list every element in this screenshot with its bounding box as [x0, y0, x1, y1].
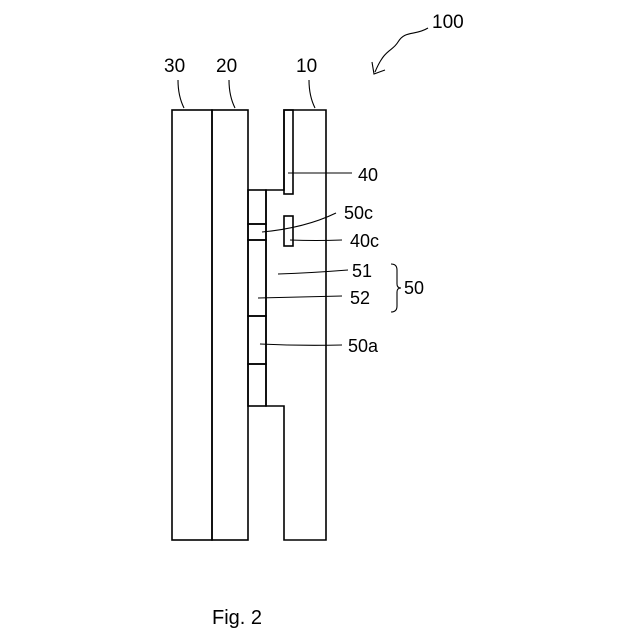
label-part-52: 52 [350, 288, 370, 308]
part-40 [284, 110, 293, 194]
label-part-40: 40 [358, 165, 378, 185]
arrow-assembly-100 [375, 28, 428, 72]
leader-part-50a [260, 344, 342, 345]
leader-part-51 [278, 270, 348, 274]
leader-layer-10 [309, 80, 315, 108]
brace-50 [391, 264, 401, 312]
label-layer-10: 10 [296, 56, 317, 77]
label-part-51: 51 [352, 261, 372, 281]
part-52-top [248, 190, 266, 224]
figure-caption: Fig. 2 [212, 607, 262, 629]
leader-layer-20 [229, 80, 235, 108]
part-52-bottom [248, 364, 266, 406]
layer-30 [172, 110, 212, 540]
label-part-40c: 40c [350, 231, 379, 251]
label-part-50c: 50c [344, 203, 373, 223]
leader-part-52 [258, 296, 342, 298]
label-part-50a: 50a [348, 336, 379, 356]
label-part-50: 50 [404, 278, 424, 298]
label-layer-30: 30 [164, 56, 185, 77]
leader-part-40c [290, 240, 342, 241]
label-assembly-100: 100 [432, 12, 464, 33]
part-40c [284, 216, 293, 246]
leader-part-50c [262, 213, 336, 232]
part-52-middle [248, 240, 266, 316]
layer-10 [266, 110, 326, 540]
leader-layer-30 [178, 80, 184, 108]
layer-20 [212, 110, 248, 540]
gap-50a [248, 316, 266, 364]
label-layer-20: 20 [216, 56, 237, 77]
